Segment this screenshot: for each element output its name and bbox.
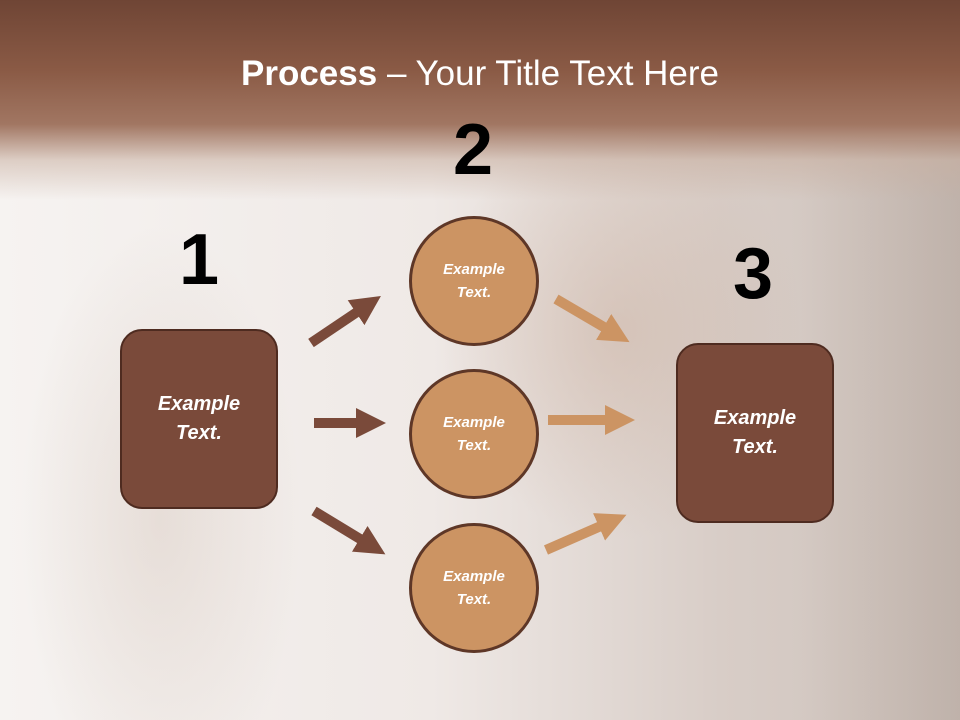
header-band — [0, 0, 960, 200]
step-1-label: Example Text. — [157, 393, 241, 444]
slide-title: Process – Your Title Text Here — [0, 52, 960, 96]
step-number-2: 2 — [452, 110, 494, 190]
step-2-circle-3: Example Text. — [409, 523, 539, 653]
step-number-3: 3 — [732, 234, 774, 314]
step-3-box: Example Text. — [676, 343, 834, 523]
step-2-circle-2-label: Example Text. — [443, 414, 505, 454]
arrow-circle-3-to-3 — [543, 513, 627, 555]
step-2-circle-1-label: Example Text. — [443, 261, 505, 301]
step-3-label: Example Text. — [713, 407, 797, 458]
step-1-box: Example Text. — [120, 329, 278, 509]
step-2-circle-3-label: Example Text. — [443, 568, 505, 608]
arrow-1-to-circle-3 — [311, 506, 386, 555]
arrow-1-to-circle-1 — [308, 295, 381, 348]
arrow-circle-1-to-3 — [553, 294, 630, 343]
title-bold: Process — [241, 54, 378, 93]
step-2-circle-1: Example Text. — [409, 216, 539, 346]
step-2-circle-2: Example Text. — [409, 369, 539, 499]
step-number-1: 1 — [178, 220, 220, 300]
title-rest: – Your Title Text Here — [377, 54, 719, 93]
